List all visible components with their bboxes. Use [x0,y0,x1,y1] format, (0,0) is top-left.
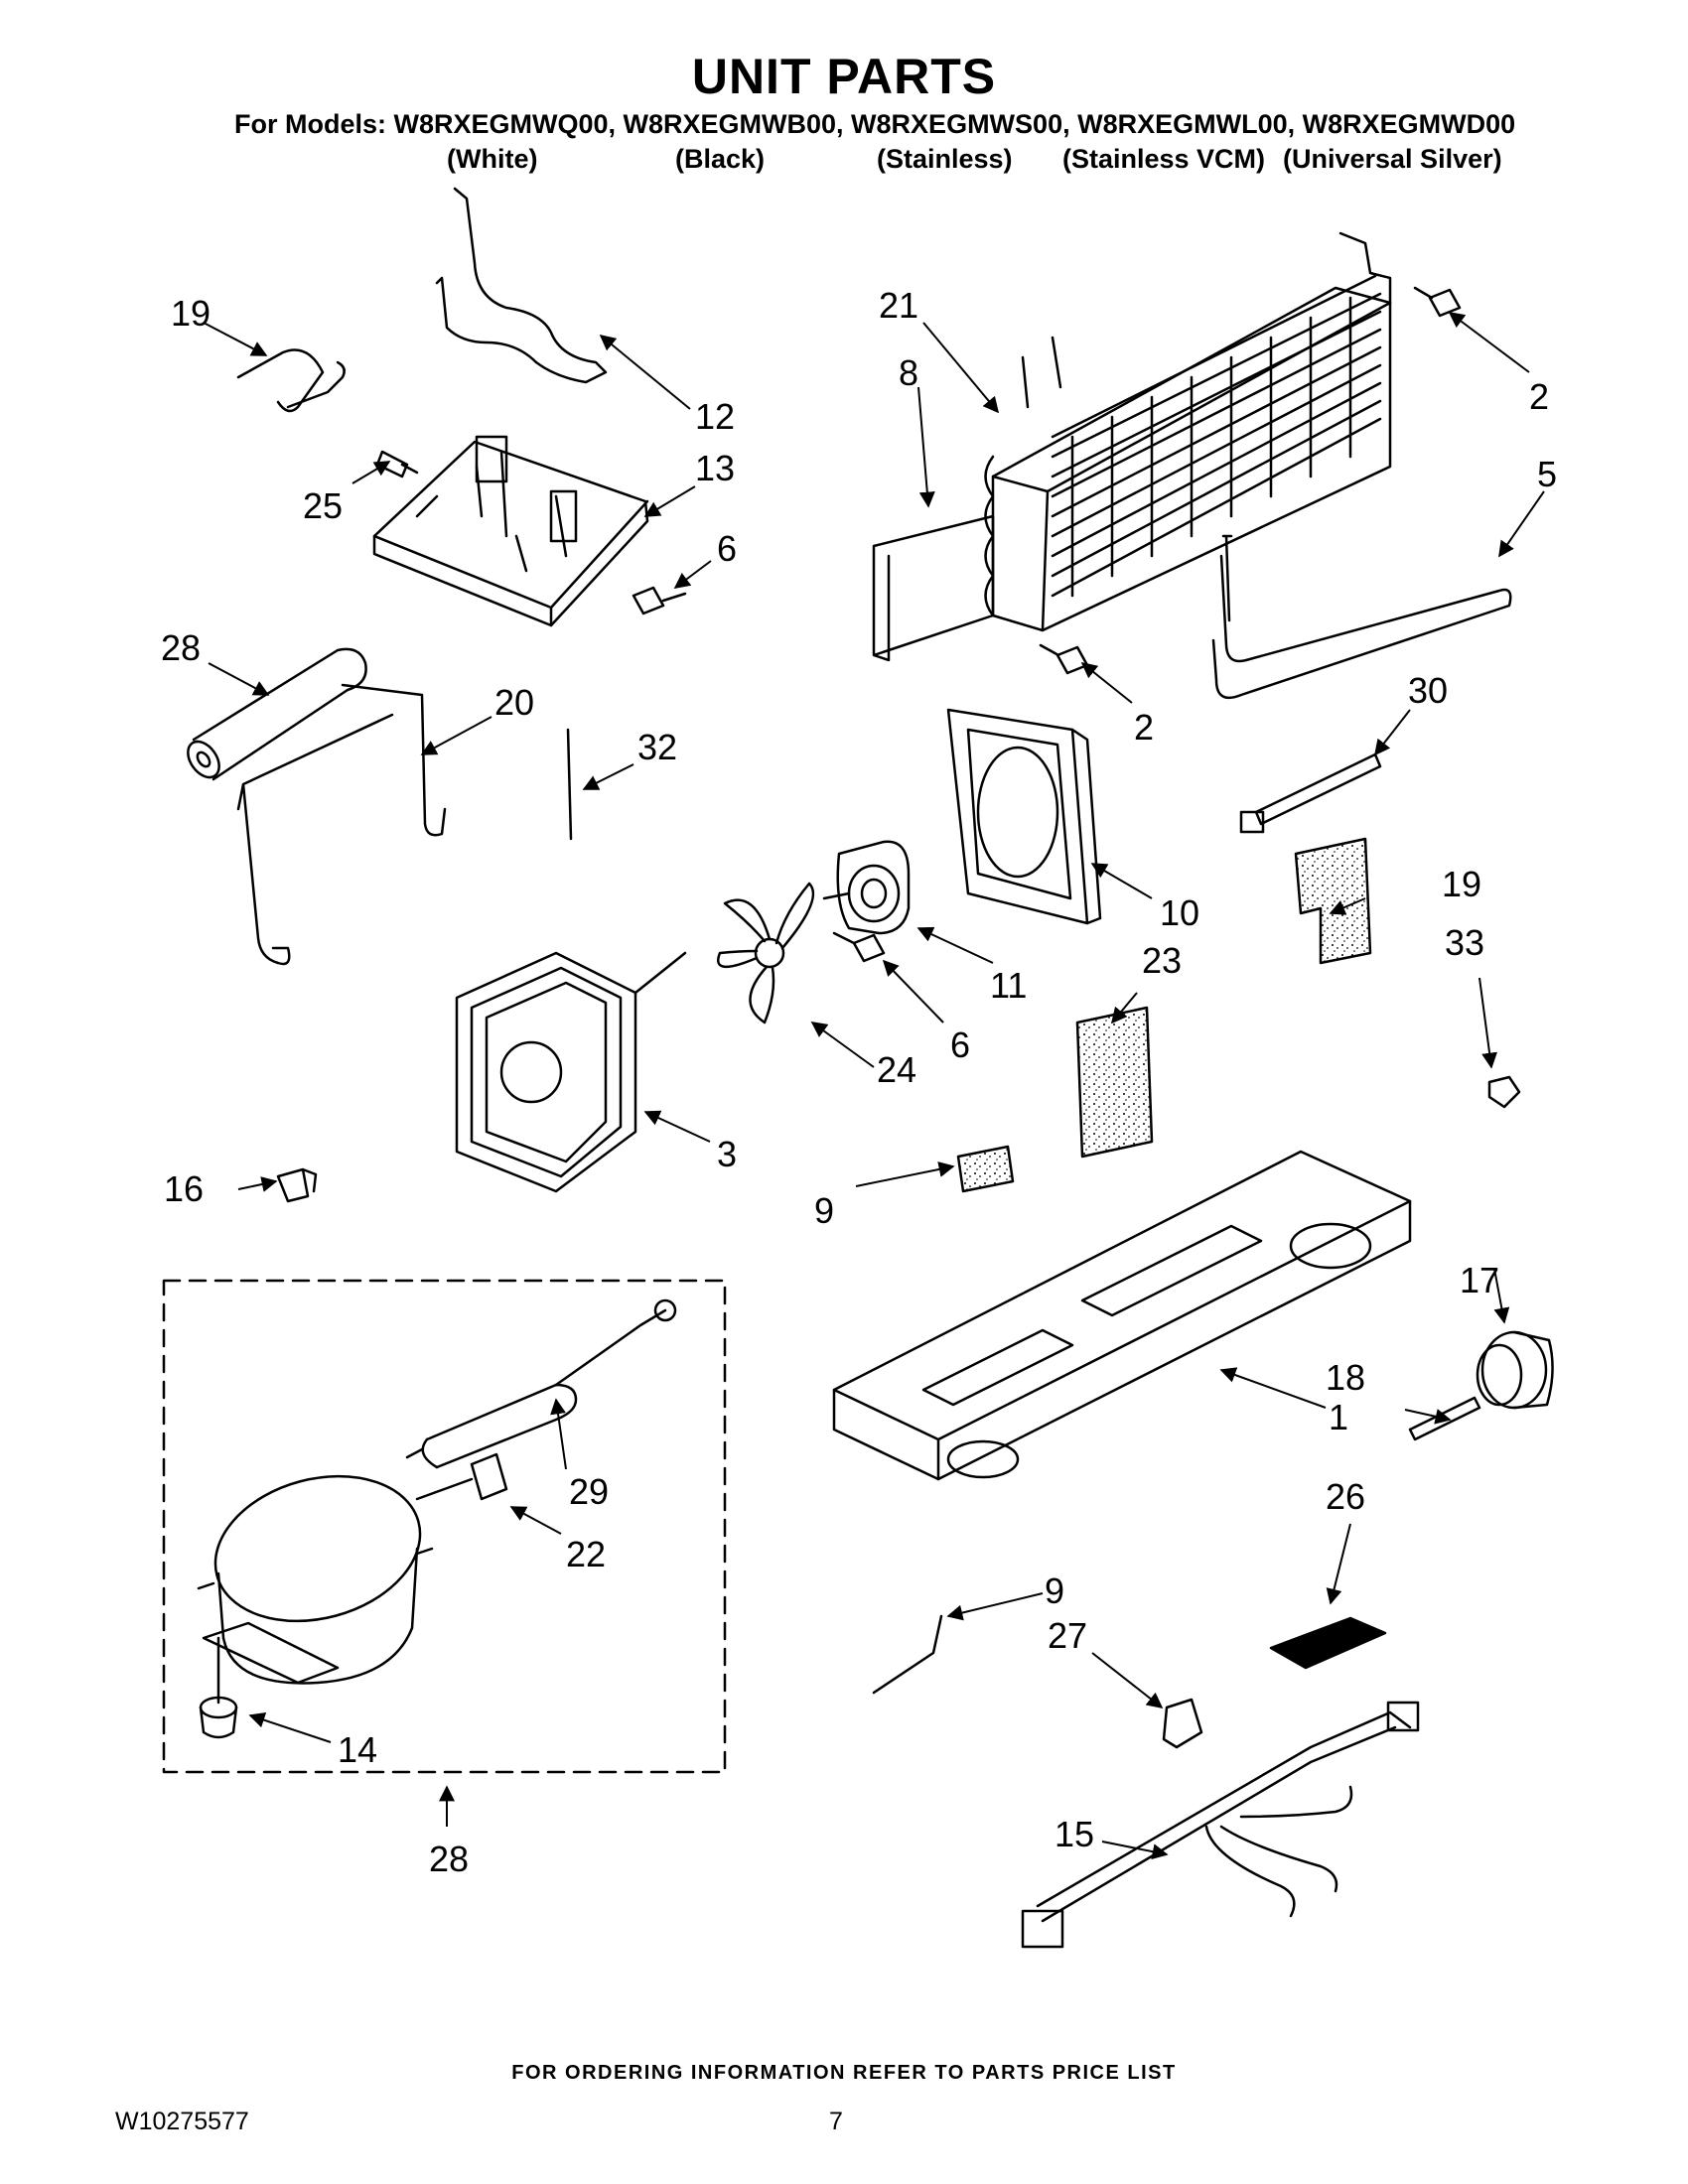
callout-26: 26 [1326,1476,1365,1517]
grommet-part-14 [199,1636,238,1739]
callout-12: 12 [695,396,735,437]
callout-2-bottom: 2 [1134,707,1154,748]
compressor-assembly-box [162,1279,727,1774]
insulation-tube-part [187,647,367,781]
callout-1: 1 [1329,1397,1348,1437]
bent-tube-part [236,683,447,966]
ordering-note: FOR ORDERING INFORMATION REFER TO PARTS … [511,2062,1177,2084]
callout-13: 13 [695,448,735,488]
callout-30: 30 [1408,670,1448,711]
rod-part [566,728,573,841]
wire-harness-part [1021,1701,1420,1949]
callout-23: 23 [1142,940,1182,981]
variant-white: (White) [447,144,538,174]
callout-19: 19 [1442,864,1481,904]
variant-black: (Black) [675,144,766,174]
label-part-26 [1269,1616,1387,1670]
control-box-part [372,435,649,627]
screw-part-25 [375,450,419,478]
bracket-part-27 [1162,1698,1203,1749]
thermistor-part [1239,752,1382,834]
pad-part-8 [956,1145,1015,1193]
callout-31: 28 [161,627,201,668]
callout-6-top: 6 [717,528,737,569]
models-line: For Models: W8RXEGMWQ00, W8RXEGMWB00, W8… [234,109,1516,139]
callout-20: 21 [879,285,918,326]
callout-6-middle: 6 [950,1024,970,1065]
callout-3: 3 [717,1134,737,1174]
fan-blade-part [717,882,815,1024]
document-number: W10275577 [115,2108,249,2135]
defrost-heater-part [1211,534,1512,700]
screw-part-2-bottom [1039,643,1089,675]
callout-9: 9 [1045,1570,1064,1611]
condenser-coil-part [455,951,687,1193]
compressor-part [197,1474,434,1685]
heater-wire-part [435,187,608,384]
callout-25: 25 [303,485,343,526]
page-number: 7 [829,2108,843,2135]
callout-17: 17 [1460,1260,1499,1300]
drier-part-29 [405,1298,677,1469]
page-title: UNIT PARTS [691,49,997,104]
callout-18: 18 [1326,1357,1365,1398]
leader-arrows [203,312,1545,1860]
callout-24: 24 [877,1049,916,1090]
callout-5: 19 [171,293,211,334]
tube-part-9 [872,1614,943,1695]
callout-11: 11 [990,965,1027,1006]
wheel-part-17 [1476,1330,1554,1410]
fan-motor-part [822,840,911,935]
base-pan-part [832,1150,1412,1481]
callout-4: 5 [1537,454,1557,494]
callout-14: 14 [338,1729,377,1770]
callout-2-top: 2 [1529,376,1549,417]
callout-numbers: 19 12 25 13 6 28 20 32 21 8 2 5 2 30 10 … [161,285,1557,1879]
callout-32: 32 [637,727,677,767]
callout-8: 9 [814,1190,834,1231]
callout-29: 29 [569,1471,609,1512]
clip-part-16 [276,1167,318,1203]
callout-22: 22 [566,1534,606,1574]
variant-universal-silver: (Universal Silver) [1283,144,1502,174]
callout-7: 8 [899,352,918,393]
callout-27: 27 [1048,1615,1087,1656]
callout-16: 16 [164,1168,204,1209]
screw-part-2-top [1413,286,1462,318]
wire-clip-part [236,348,346,413]
variant-stainless: (Stainless) [877,144,1013,174]
screw-part-6-top [632,586,687,615]
variant-stainless-vcm: (Stainless VCM) [1062,144,1266,174]
pin-part-18 [1408,1396,1481,1441]
callout-10: 10 [1160,892,1199,933]
bracket-part-33 [1487,1075,1521,1109]
relay-part-22 [415,1452,508,1501]
callout-15: 15 [1055,1814,1094,1854]
fan-shroud-part [946,708,1102,925]
callout-21: 20 [494,682,534,723]
callout-28: 28 [429,1839,469,1879]
callout-33: 33 [1445,922,1484,963]
screw-part-6-middle [832,931,886,963]
evaporator-coil-part [872,231,1392,662]
foam-block-23 [1075,1006,1154,1159]
